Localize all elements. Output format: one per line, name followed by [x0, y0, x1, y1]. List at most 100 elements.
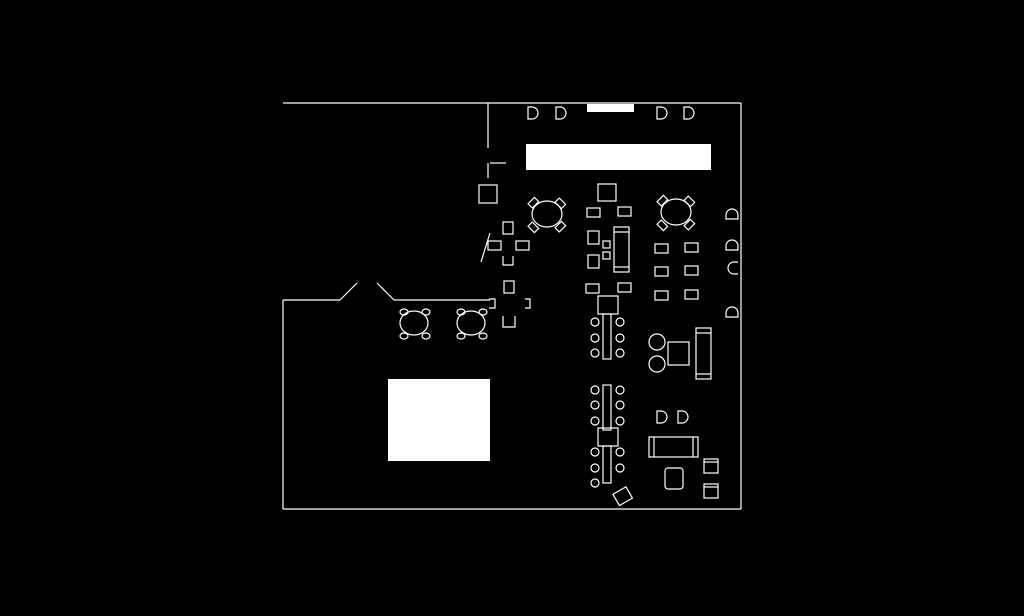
- chair-icon: [502, 256, 514, 266]
- long-table-lower: [590, 384, 634, 507]
- chair-icon: [615, 348, 625, 358]
- long-table: [602, 384, 612, 431]
- chair-icon: [489, 298, 496, 309]
- round-table-right: [656, 194, 696, 232]
- chair-icon: [683, 106, 695, 120]
- door-right-leaf: [376, 282, 395, 301]
- chair-icon: [656, 194, 669, 207]
- chair-icon: [617, 282, 632, 293]
- sofa: [695, 327, 712, 380]
- chair-icon: [586, 207, 601, 218]
- right-chair-grid: [654, 242, 699, 301]
- table-top: [660, 198, 692, 226]
- chair-icon: [399, 332, 409, 340]
- armchair-icon: [664, 467, 684, 490]
- chair-icon: [683, 218, 696, 231]
- chair-icon: [502, 221, 514, 235]
- long-table: [602, 313, 612, 360]
- chair-icon: [656, 219, 669, 232]
- chair-icon: [587, 230, 600, 245]
- chair-icon: [615, 416, 625, 426]
- chair-icon: [615, 447, 625, 457]
- chair-icon: [587, 254, 600, 269]
- chair-icon: [527, 196, 540, 209]
- square-table: [597, 295, 619, 315]
- chair-icon: [590, 348, 600, 358]
- table-top: [456, 310, 486, 336]
- chair-icon: [617, 206, 632, 217]
- armchair-icon: [648, 333, 666, 351]
- chairs-top: [527, 106, 695, 120]
- chair-icon: [527, 221, 540, 234]
- chair-icon: [703, 483, 719, 499]
- chair-icon: [703, 458, 719, 474]
- chair-icon: [590, 416, 600, 426]
- table-top: [531, 200, 563, 228]
- square-table: [597, 183, 617, 202]
- chair-icon: [590, 478, 600, 488]
- chair-icon: [684, 265, 699, 276]
- chair-icon: [615, 385, 625, 395]
- chair-icon: [515, 240, 530, 251]
- sofa: [648, 436, 699, 458]
- small-squares: [478, 183, 617, 204]
- chair-icon: [725, 306, 739, 318]
- square-table: [597, 427, 619, 447]
- lower-right-set: [648, 410, 719, 499]
- tall-table: [613, 226, 630, 273]
- chair-icon: [503, 280, 515, 294]
- round-table-left: [527, 196, 567, 234]
- armchair-icon: [648, 355, 666, 373]
- chair-icon: [525, 298, 531, 309]
- long-table-upper: [590, 295, 625, 360]
- chair-icon: [502, 316, 516, 328]
- oval-table-2: [456, 308, 488, 340]
- walls: [282, 102, 742, 510]
- cross-table-upper: [487, 221, 530, 266]
- center-chairs: [585, 206, 632, 294]
- chair-icon: [585, 283, 600, 294]
- chair-icon: [456, 332, 466, 340]
- chair-icon: [727, 261, 738, 275]
- chair-icon: [421, 308, 431, 316]
- chair-icon: [677, 410, 689, 424]
- chair-icon: [725, 208, 739, 220]
- chair-icon: [654, 243, 669, 254]
- square-table: [478, 184, 498, 204]
- chair-icon: [554, 220, 567, 233]
- chair-icon: [656, 410, 668, 424]
- chair-icon: [683, 195, 696, 208]
- chair-icon: [421, 332, 431, 340]
- door-left-leaf: [339, 282, 358, 301]
- solid-blocks: [388, 104, 711, 461]
- chair-icon: [615, 333, 625, 343]
- table-top: [399, 310, 429, 336]
- counter-block: [526, 144, 711, 170]
- chairs-right: [725, 208, 739, 318]
- chair-icon: [527, 106, 539, 120]
- chair-icon: [590, 400, 600, 410]
- chair-icon: [456, 308, 466, 316]
- chair-icon: [602, 251, 611, 260]
- chair-icon: [656, 106, 668, 120]
- chair-icon: [590, 463, 600, 473]
- cross-table-lower: [489, 280, 531, 328]
- chair-icon: [590, 333, 600, 343]
- chair-icon: [590, 385, 600, 395]
- chair-icon: [399, 308, 409, 316]
- chair-icon: [554, 197, 567, 210]
- chair-icon: [555, 106, 567, 120]
- large-block: [388, 379, 490, 461]
- chair-icon: [615, 463, 625, 473]
- chair-icon: [478, 308, 488, 316]
- chair-icon: [590, 317, 600, 327]
- chair-icon: [684, 242, 699, 253]
- chair-icon: [654, 290, 669, 301]
- chair-icon: [684, 289, 699, 300]
- long-table: [602, 445, 612, 484]
- chair-icon: [487, 240, 502, 251]
- partition-diagonal: [480, 232, 491, 263]
- chair-icon: [615, 400, 625, 410]
- chair-icon: [615, 317, 625, 327]
